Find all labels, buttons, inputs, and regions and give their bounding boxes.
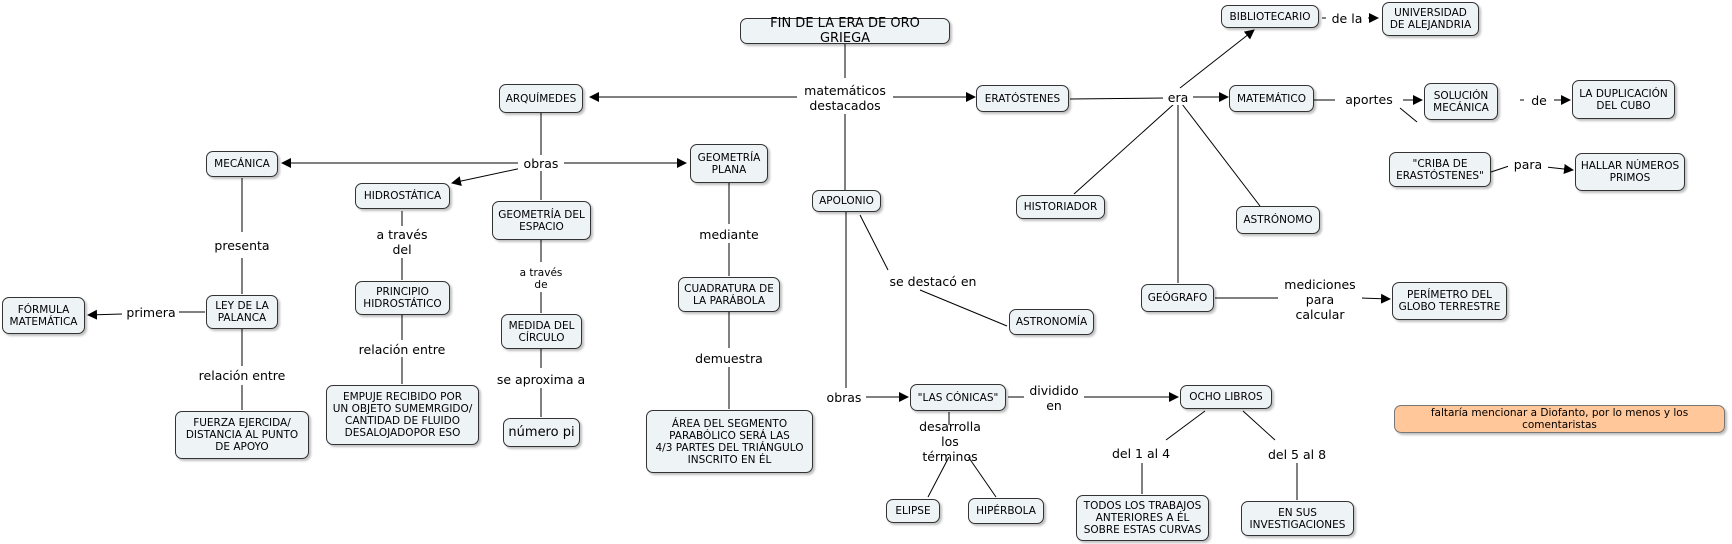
link-a-traves-de: a través de — [515, 266, 567, 292]
node-duplicacion-cubo[interactable]: LA DUPLICACIÓN DEL CUBO — [1572, 80, 1675, 119]
node-mecanica[interactable]: MECÁNICA — [206, 151, 278, 177]
node-en-sus-investigaciones[interactable]: EN SUS INVESTIGACIONES — [1241, 501, 1354, 536]
link-dividido-en: dividido en — [1024, 382, 1084, 414]
link-de-la: de la — [1326, 10, 1368, 26]
node-ocho-libros[interactable]: OCHO LIBROS — [1180, 385, 1272, 409]
node-arquimedes[interactable]: ARQUÍMEDES — [499, 84, 583, 113]
link-se-aproxima: se aproxima a — [491, 371, 591, 387]
node-fin-era[interactable]: FIN DE LA ERA DE ORO GRIEGA — [740, 16, 950, 46]
node-area-segmento[interactable]: ÁREA DEL SEGMENTO PARABÓLICO SERÁ LAS 4/… — [646, 410, 813, 473]
node-astronomo[interactable]: ASTRÓNOMO — [1236, 206, 1320, 234]
node-bibliotecario[interactable]: BIBLIOTECARIO — [1221, 5, 1319, 28]
link-demuestra: demuestra — [692, 350, 766, 366]
node-criba[interactable]: "CRIBA DE ERASTÓSTENES" — [1389, 152, 1491, 187]
link-presenta: presenta — [210, 237, 274, 253]
node-elipse[interactable]: ELIPSE — [886, 499, 940, 523]
node-geografo[interactable]: GEÓGRAFO — [1141, 284, 1214, 312]
node-universidad[interactable]: UNIVERSIDAD DE ALEJANDRIA — [1382, 2, 1479, 36]
link-a-traves-del: a través del — [370, 226, 434, 258]
node-hidrostatica[interactable]: HIDROSTÁTICA — [355, 183, 450, 209]
link-mediciones: mediciones para calcular — [1278, 277, 1362, 322]
node-geometria-plana[interactable]: GEOMETRÍA PLANA — [690, 144, 768, 183]
node-geometria-espacio[interactable]: GEOMETRÍA DEL ESPACIO — [492, 201, 591, 240]
link-obras-arquimedes: obras — [518, 155, 564, 171]
node-ley-palanca[interactable]: LEY DE LA PALANCA — [206, 295, 278, 329]
node-empuje[interactable]: EMPUJE RECIBIDO POR UN OBJETO SUMEMRGIDO… — [326, 385, 479, 445]
link-desarrolla: desarrolla los términos — [910, 419, 990, 464]
node-formula-matematica[interactable]: FÓRMULA MATEMÁTICA — [2, 297, 85, 334]
node-hiperbola[interactable]: HIPÉRBOLA — [968, 498, 1044, 524]
link-relacion-entre-hidro: relación entre — [354, 341, 450, 357]
link-de: de — [1524, 92, 1554, 108]
link-del-5-al-8: del 5 al 8 — [1264, 446, 1330, 462]
node-principio-hidrostatico[interactable]: PRINCIPIO HIDROSTÁTICO — [355, 281, 450, 315]
node-todos-trabajos[interactable]: TODOS LOS TRABAJOS ANTERIORES A ÉL SOBRE… — [1076, 495, 1209, 541]
node-historiador[interactable]: HISTORIADOR — [1016, 195, 1105, 219]
node-matematico[interactable]: MATEMÁTICO — [1229, 85, 1314, 112]
note-diofanto[interactable]: faltaría mencionar a Diofanto, por lo me… — [1394, 405, 1725, 433]
link-matematicos-destacados: matemáticos destacados — [797, 82, 893, 114]
node-medida-circulo[interactable]: MEDIDA DEL CÍRCULO — [501, 314, 582, 349]
node-fuerza[interactable]: FUERZA EJERCIDA/ DISTANCIA AL PUNTO DE A… — [175, 411, 309, 459]
link-se-destaco: se destacó en — [884, 273, 982, 289]
node-numero-pi[interactable]: número pi — [503, 418, 580, 447]
node-las-conicas[interactable]: "LAS CÓNICAS" — [910, 384, 1006, 411]
link-del-1-al-4: del 1 al 4 — [1108, 445, 1174, 461]
link-mediante: mediante — [696, 226, 762, 242]
node-cuadratura[interactable]: CUADRATURA DE LA PARÁBOLA — [678, 277, 780, 312]
node-astronomia[interactable]: ASTRONOMÍA — [1009, 309, 1094, 335]
link-aportes: aportes — [1335, 91, 1403, 107]
link-para: para — [1508, 156, 1548, 172]
link-primera: primera — [123, 304, 179, 320]
node-apolonio[interactable]: APOLONIO — [812, 190, 881, 212]
node-hallar-primos[interactable]: HALLAR NÚMEROS PRIMOS — [1575, 153, 1685, 191]
node-perimetro[interactable]: PERÍMETRO DEL GLOBO TERRESTRE — [1392, 282, 1507, 320]
link-relacion-entre-palanca: relación entre — [194, 367, 290, 383]
link-obras-apolonio: obras — [822, 389, 866, 405]
link-era: era — [1163, 89, 1193, 105]
node-solucion-mecanica[interactable]: SOLUCIÓN MECÁNICA — [1424, 83, 1498, 120]
node-eratostenes[interactable]: ERATÓSTENES — [976, 85, 1069, 112]
